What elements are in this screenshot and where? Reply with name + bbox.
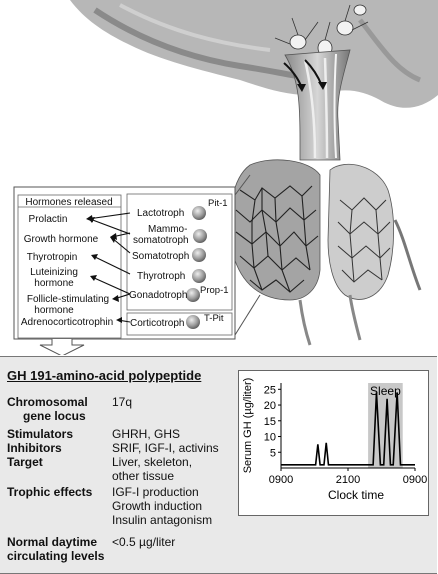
cell-mammosomatotroph: somatotroph [133,235,189,246]
anterior-lobe [229,159,321,301]
hormone-luteinizing-2: hormone [34,278,74,289]
y-tick-label: 10 [264,432,276,444]
y-tick-label: 15 [264,416,276,428]
sleep-annotation: Sleep [370,384,401,398]
down-arrow [39,339,85,355]
gene-tpit: T-Pit [204,313,224,324]
y-tick-label: 20 [264,400,276,412]
row-target-key: Target [7,455,43,469]
pituitary-cell-spheres [186,206,207,329]
info-title: GH 191-amino-acid polypeptide [7,368,202,383]
y-tick-label: 25 [264,384,276,396]
x-tick-label: 0900 [403,474,427,486]
hormone-fsh-2: hormone [34,305,74,316]
x-tick-label: 0900 [269,474,293,486]
row-inhibitors-value: SRIF, IGF-I, activins [112,441,219,455]
hormone-thyrotropin: Thyrotropin [26,252,78,263]
hypothalamus-region [70,0,438,108]
hormone-fsh: Follicle-stimulating [26,294,110,305]
row-target-value: Liver, skeleton,other tissue [112,455,193,483]
row-inhibitors-key: Inhibitors [7,441,62,455]
hormones-header: Hormones released [25,197,113,208]
cell-mammo: Mammo- [148,224,188,235]
gh-series-line [281,392,415,466]
gene-prop1: Prop-1 [200,285,229,296]
pituitary-illustration [13,0,438,355]
cell-thyrotroph: Thyrotroph [137,271,186,282]
hormone-acth: Adrenocorticotrophin [20,317,114,328]
cell-somatotroph: Somatotroph [132,251,190,262]
row-levels-value: <0.5 µg/liter [112,535,176,549]
x-tick-label: 2100 [336,474,360,486]
row-locus-value: 17q [112,395,133,409]
pituitary-stalk [284,49,351,161]
row-stimulators-value: GHRH, GHS [112,427,181,441]
row-stimulators-key: Stimulators [7,427,74,441]
x-axis-label: Clock time [328,488,384,502]
hormone-luteinizing: Luteinizing [30,267,78,278]
cell-lactotroph: Lactotroph [137,208,185,219]
hormone-prolactin: Prolactin [28,214,68,225]
cell-hormone-arrows [87,212,131,323]
cell-gonadotroph: Gonadotroph [129,290,188,301]
posterior-lobe [327,163,395,300]
y-tick-label: 5 [270,447,276,459]
posterior-capillaries [337,197,391,283]
cell-corticotroph: Corticotroph [130,318,185,329]
hormone-growth-hormone: Growth hormone [23,234,99,245]
gh-info-panel: GH 191-amino-acid polypeptide Chromosoma… [0,356,437,574]
gene-pit1: Pit-1 [208,198,228,209]
y-axis-label: Serum GH (µg/liter) [242,378,254,474]
portal-capillaries [235,185,319,293]
row-trophic-key: Trophic effects [7,485,93,499]
